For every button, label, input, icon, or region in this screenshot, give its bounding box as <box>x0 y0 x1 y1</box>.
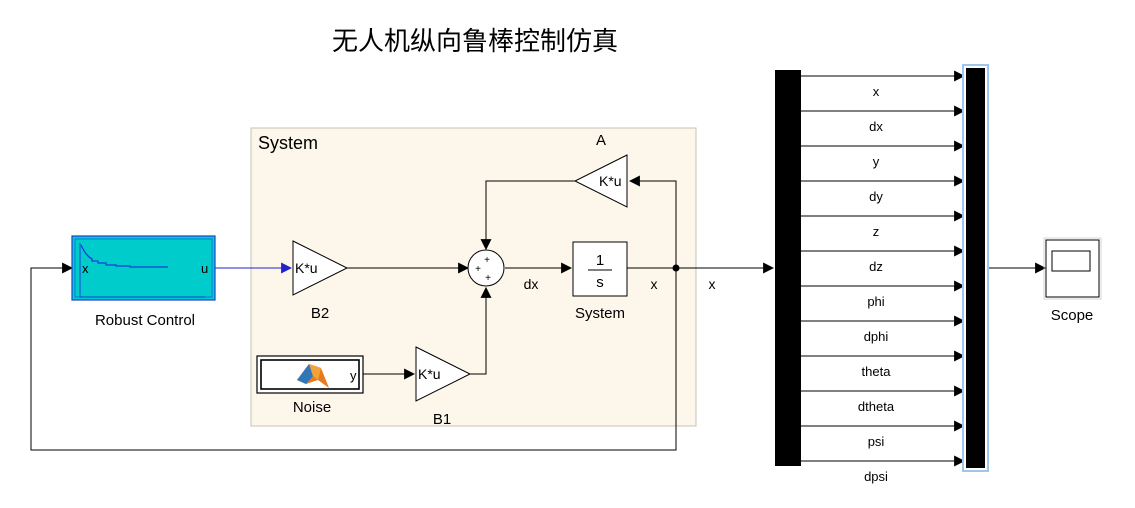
bus-signal-label-x: x <box>873 84 880 99</box>
x-to-a-wire[interactable] <box>628 175 677 268</box>
sum-sign-bottom: + <box>485 273 491 284</box>
scope-screen-icon <box>1051 250 1091 272</box>
bus-signal-label-dy: dy <box>869 189 883 204</box>
bus-signal-lines: x dx y dy z dz phi dphi theta dtheta psi dpsi <box>801 70 966 484</box>
branch-point <box>672 264 680 272</box>
bus-signal-label-phi: phi <box>867 294 884 309</box>
bus-signal-label-dtheta: dtheta <box>858 399 895 414</box>
integrator-numerator: 1 <box>596 252 604 269</box>
scope-name: Scope <box>1051 307 1094 324</box>
noise-block[interactable]: y <box>256 355 364 394</box>
b1-to-sum-wire[interactable] <box>470 286 492 375</box>
sum-block[interactable]: + + + <box>467 249 505 287</box>
dx-signal-label: dx <box>524 276 539 292</box>
gain-b2-block[interactable]: K*u <box>292 240 349 296</box>
bus-signal-label-psi: psi <box>868 434 885 449</box>
mux-block[interactable] <box>775 70 801 466</box>
demux-block[interactable] <box>962 64 989 472</box>
subsystem-label: System <box>258 133 318 153</box>
step-response-icon <box>79 243 205 298</box>
bus-signal-label-dphi: dphi <box>864 329 889 344</box>
bus-signal-label-dz: dz <box>869 259 883 274</box>
gain-a-name: A <box>596 132 606 149</box>
integrator-block[interactable]: 1 s <box>572 241 628 297</box>
gain-b1-name: B1 <box>433 411 451 428</box>
robust-in-port-label: x <box>82 261 89 276</box>
integrator-denominator: s <box>596 274 604 291</box>
bus-signal-label-dpsi: dpsi <box>864 469 888 484</box>
diagram-title: 无人机纵向鲁棒控制仿真 <box>332 27 618 57</box>
bus-signal-label-theta: theta <box>862 364 892 379</box>
robust-out-port-label: u <box>201 261 208 276</box>
gain-b2-expr: K*u <box>295 260 318 276</box>
a-to-sum-wire[interactable] <box>480 180 575 251</box>
sum-sign-top: + <box>484 255 490 266</box>
feedback-wire[interactable] <box>30 262 677 451</box>
bus-signal-label-z: z <box>873 224 880 239</box>
gain-b1-block[interactable]: K*u <box>415 346 472 402</box>
noise-name: Noise <box>293 399 331 416</box>
bus-signal-label-dx: dx <box>869 119 883 134</box>
matlab-logo-icon <box>297 364 329 388</box>
gain-b1-expr: K*u <box>418 366 441 382</box>
gain-b2-name: B2 <box>311 305 329 322</box>
bus-signal-label-y: y <box>873 154 880 169</box>
signal-lines <box>30 175 1047 451</box>
integrator-name: System <box>575 305 625 322</box>
gain-a-block[interactable]: K*u <box>573 154 628 208</box>
gain-a-expr: K*u <box>599 173 622 189</box>
x-outer-signal-label: x <box>709 276 716 292</box>
decay-curve-icon <box>80 244 168 268</box>
robust-control-name: Robust Control <box>95 312 195 329</box>
robust-control-block[interactable]: x u <box>71 235 216 301</box>
sum-sign-left: + <box>475 264 481 275</box>
x-inner-signal-label: x <box>651 276 658 292</box>
noise-out-port-label: y <box>350 368 357 383</box>
scope-block[interactable] <box>1043 237 1102 300</box>
